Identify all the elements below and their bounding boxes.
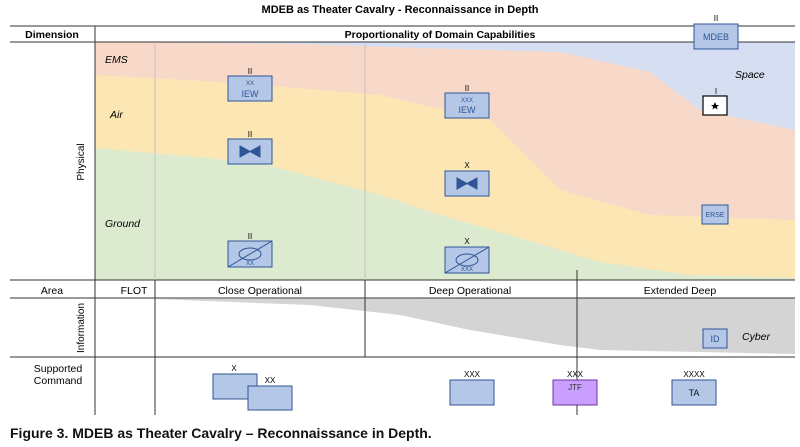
physical-label: Physical: [76, 143, 87, 180]
command-corps-symbol: [449, 379, 495, 406]
cyber-label: Cyber: [742, 331, 771, 343]
figure-caption: Figure 3. MDEB as Theater Cavalry – Reco…: [10, 425, 432, 441]
mdeb-diagram: MDEB as Theater Cavalry - Reconnaissance…: [10, 4, 795, 415]
space-unit-echelon: I: [715, 87, 717, 96]
grid-lines: [10, 25, 795, 415]
diagram-title: MDEB as Theater Cavalry - Reconnaissance…: [262, 4, 539, 16]
air-label: Air: [109, 109, 123, 121]
area-close: Close Operational: [218, 285, 302, 297]
mdeb-echelon: II: [714, 14, 718, 23]
ground-close-echelon: II: [248, 232, 252, 241]
command-corps-echelon: XXX: [464, 370, 481, 379]
iew-deep-label: IEW: [459, 105, 477, 115]
id-label: ID: [711, 334, 721, 344]
command-ta-echelon: XXXX: [683, 370, 705, 379]
erse-label: ERSE: [705, 212, 724, 219]
command-brigade-echelon: X: [231, 364, 237, 373]
guide-lines: [154, 42, 366, 280]
domain-bands: [95, 42, 795, 280]
bowtie-icon: [239, 145, 261, 158]
recon-slash: [227, 240, 273, 268]
dimension-header: Dimension: [25, 29, 79, 41]
command-division-symbol: [247, 385, 293, 411]
proportionality-header: Proportionality of Domain Capabilities: [345, 29, 536, 41]
unit-symbols: II MDEB II XX IEW II XXX IEW I II X ERSE…: [212, 14, 739, 411]
iew-close-label: IEW: [242, 89, 260, 99]
supported-command-label-1: Supported: [34, 363, 83, 375]
recon-slash: [444, 246, 490, 274]
command-ta-label: TA: [689, 388, 700, 398]
command-ta-symbol: [671, 379, 717, 406]
command-jtf-echelon: XXX: [567, 370, 584, 379]
iew-deep-symbol: [444, 92, 490, 119]
iew-close-echelon: XX: [246, 81, 254, 87]
command-division-echelon: XX: [265, 376, 276, 385]
area-extended: Extended Deep: [644, 285, 717, 297]
area-label: Area: [41, 285, 63, 297]
ems-label: EMS: [105, 54, 128, 66]
bowtie-icon: [456, 177, 478, 190]
ellipse-icon: [455, 253, 479, 267]
ellipse-icon: [238, 247, 262, 261]
mdeb-symbol: [693, 23, 739, 50]
ground-deep-echelon: X: [464, 237, 470, 246]
area-deep: Deep Operational: [429, 285, 511, 297]
command-jtf-symbol: [552, 379, 598, 406]
erse-symbol: [701, 204, 729, 225]
mdeb-label: MDEB: [703, 32, 729, 42]
iew-deep-echelon: XXX: [461, 98, 473, 104]
supported-command-label-2: Command: [34, 375, 83, 387]
star-icon: [711, 102, 719, 110]
ground-deep-subechelon: XXX: [461, 267, 473, 273]
command-jtf-label: JTF: [568, 383, 582, 392]
aviation-deep-echelon: X: [464, 161, 470, 170]
id-symbol: [702, 328, 728, 349]
iew-close-symbol: [227, 75, 273, 102]
ground-close-subechelon: XX: [246, 261, 254, 267]
ground-label: Ground: [105, 218, 141, 230]
space-label: Space: [735, 69, 765, 81]
information-label: Information: [76, 303, 87, 353]
cyber-band: [155, 298, 795, 354]
iew-close-echelon-top: II: [248, 67, 252, 76]
aviation-close-echelon: II: [248, 130, 252, 139]
area-flot: FLOT: [121, 285, 148, 297]
iew-deep-echelon-top: II: [465, 84, 469, 93]
